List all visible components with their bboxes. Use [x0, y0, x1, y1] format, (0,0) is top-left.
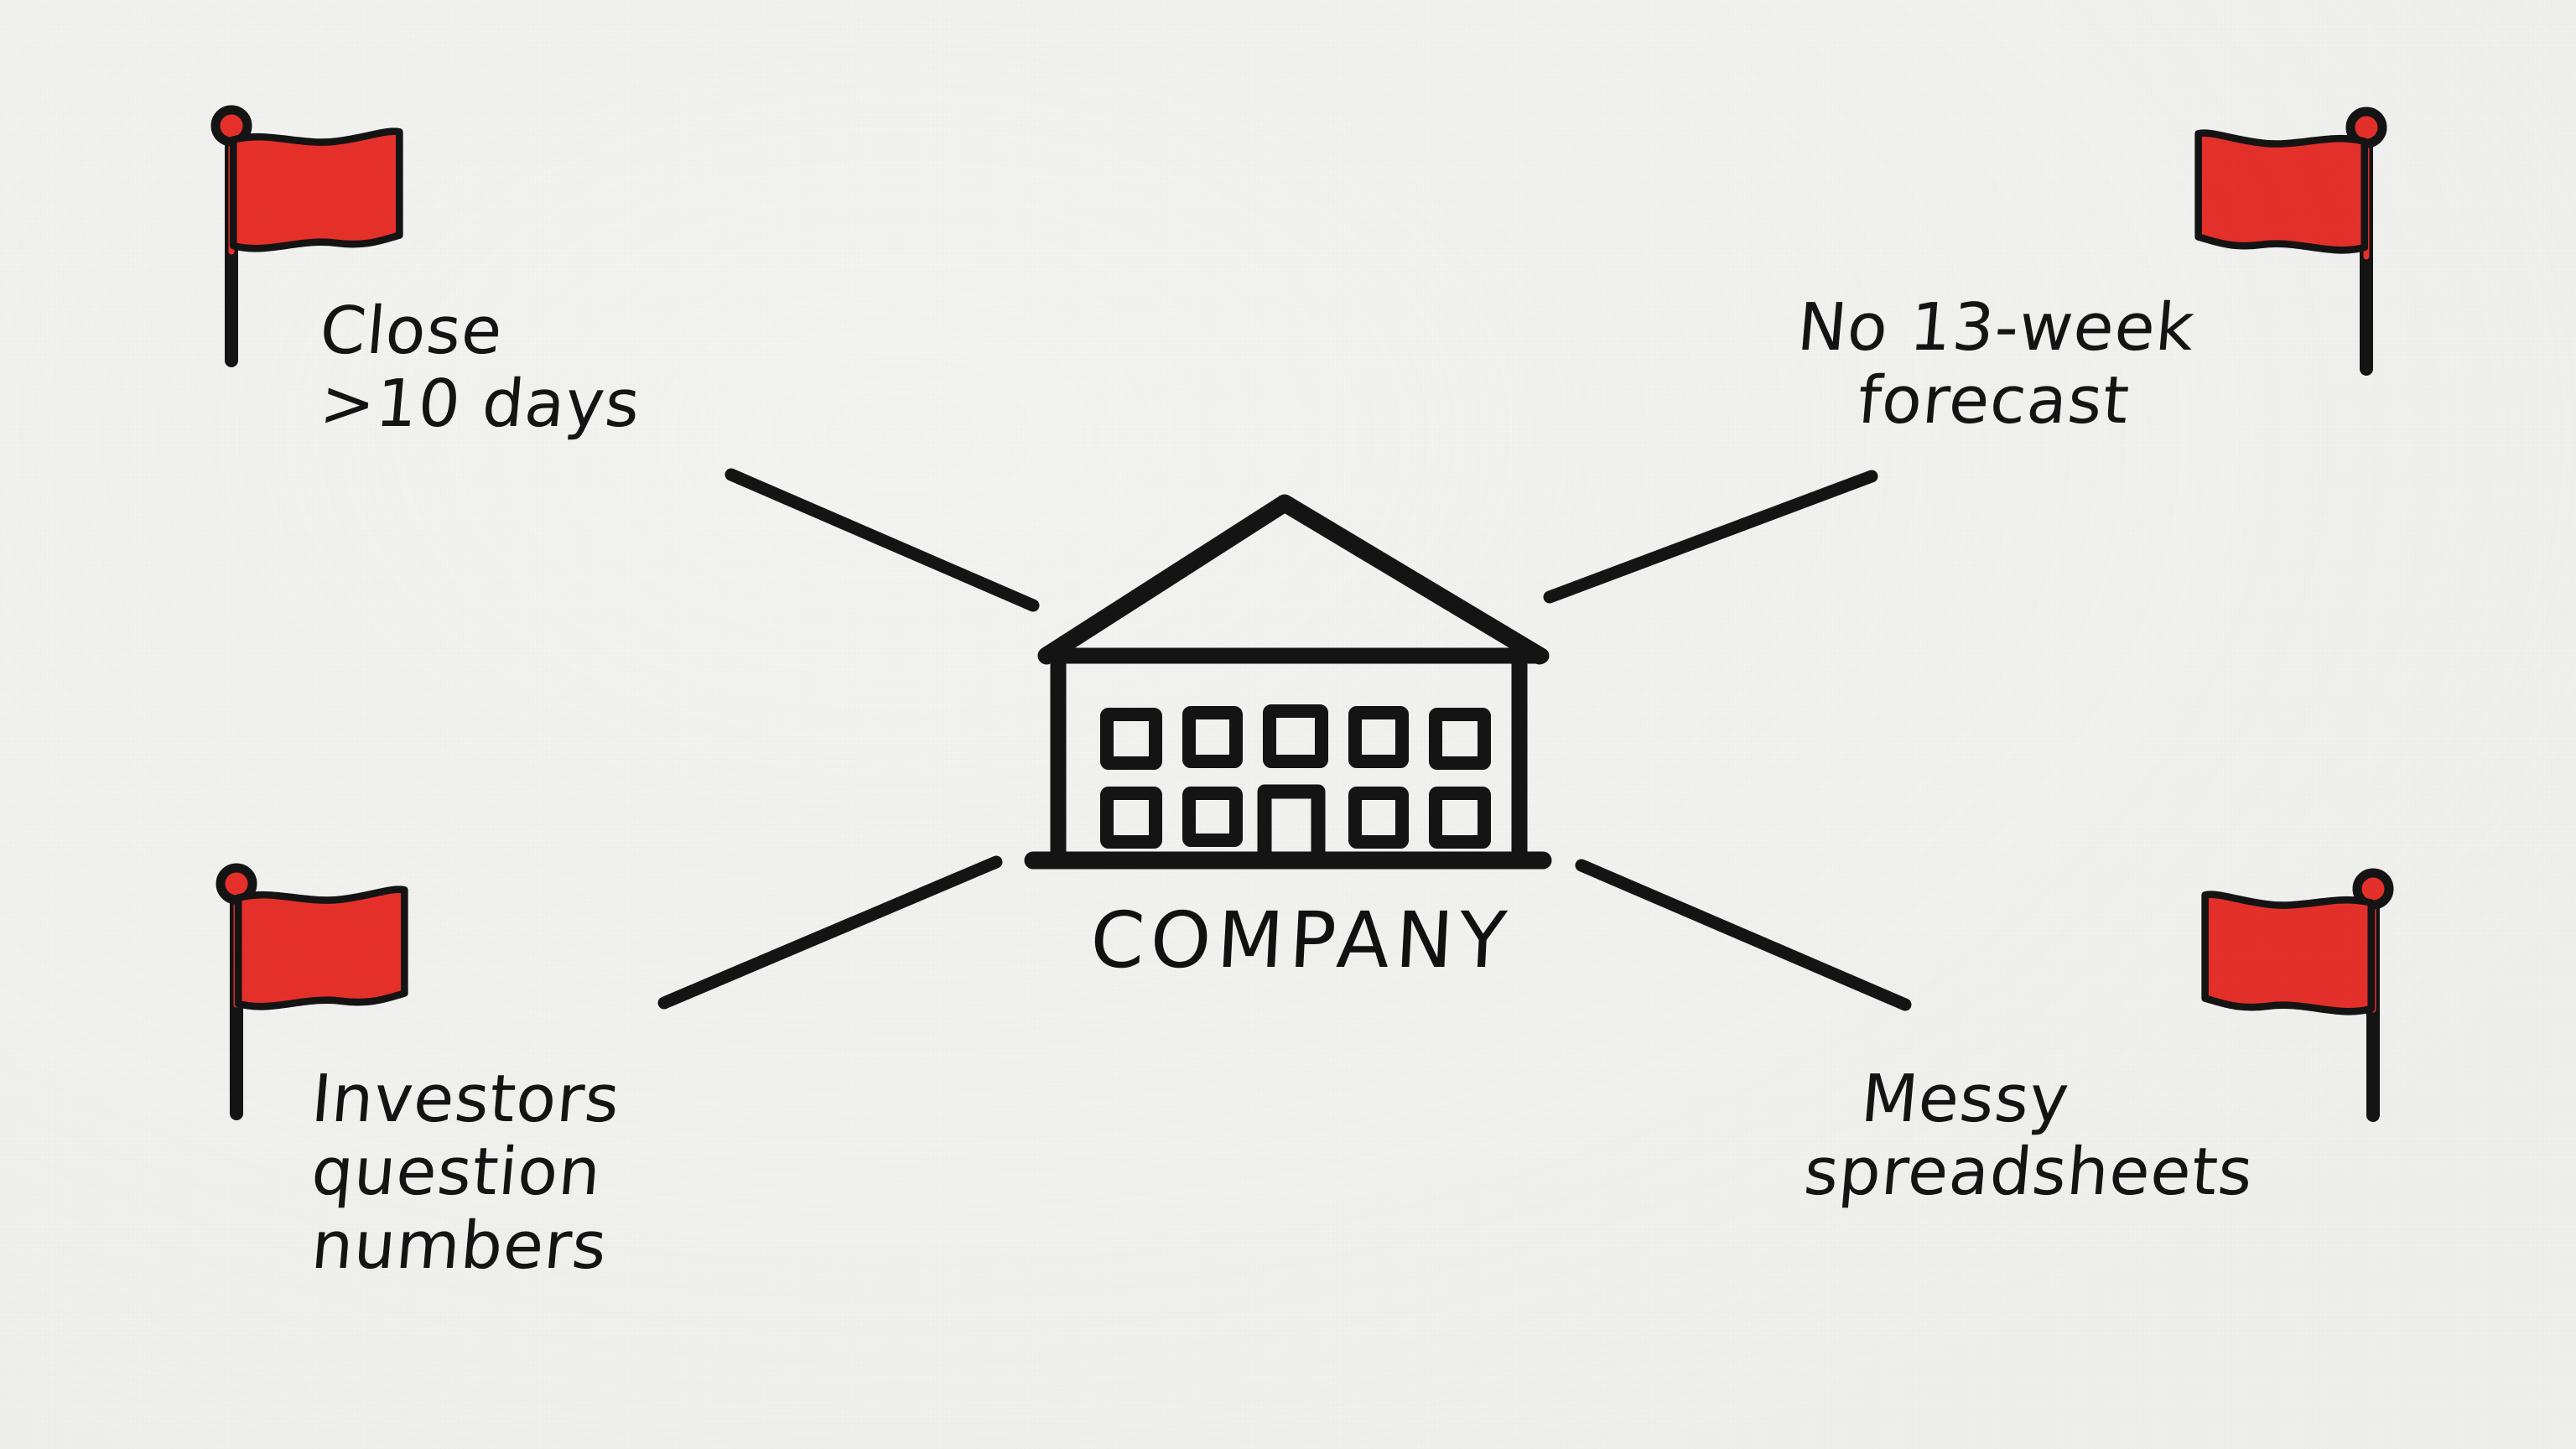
label-bottom-left-line-1: Investors [308, 1062, 624, 1137]
label-bottom-left-line-2: question [308, 1135, 605, 1211]
company-building-icon [1024, 494, 1552, 870]
red-flag-icon-top-left [210, 105, 399, 367]
connector-top-left [724, 468, 1040, 612]
label-bottom-right-line-1: Messy [1857, 1062, 2073, 1137]
label-top-right: No 13-week forecast [1794, 290, 2198, 439]
label-top-left-line-1: Close [316, 293, 506, 369]
label-bottom-left: Investors question numbers [309, 1062, 623, 1284]
label-bottom-left-line-3: numbers [308, 1208, 610, 1284]
label-top-left: Close >10 days [317, 293, 643, 442]
connector-bottom-right [1575, 859, 1912, 1011]
label-bottom-right: Messy spreadsheets [1801, 1062, 2257, 1210]
connector-bottom-left [657, 855, 1003, 1010]
red-flag-icon-bottom-left [216, 863, 404, 1120]
red-flag-icon-bottom-right [2205, 868, 2394, 1122]
company-label: COMPANY [1088, 896, 1515, 985]
red-flag-icon-top-right [2199, 106, 2387, 376]
label-top-right-line-1: No 13-week [1794, 290, 2199, 366]
label-bottom-right-line-2: spreadsheets [1800, 1135, 2257, 1211]
label-top-right-line-2: forecast [1854, 363, 2133, 439]
connector-top-right [1543, 470, 1878, 604]
label-top-left-line-2: >10 days [316, 366, 644, 443]
